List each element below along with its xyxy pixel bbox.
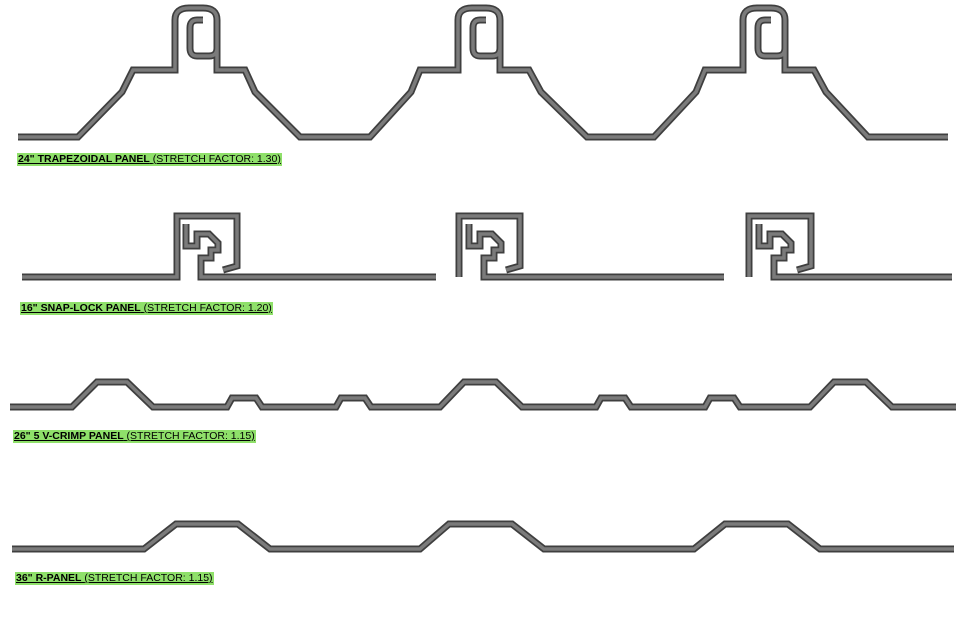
trapezoidal-stretch-factor: (STRETCH FACTOR: 1.30) — [152, 153, 281, 165]
snap-lock-stretch-factor: (STRETCH FACTOR: 1.20) — [143, 302, 272, 314]
snap-lock-profile-inner — [22, 214, 952, 279]
r-panel-stretch-factor: (STRETCH FACTOR: 1.15) — [84, 572, 213, 584]
v-crimp-stretch-factor: (STRETCH FACTOR: 1.15) — [126, 430, 255, 442]
trapezoidal-panel-name: 24" TRAPEZOIDAL PANEL — [18, 153, 150, 165]
trapezoidal-panel-caption: 24" TRAPEZOIDAL PANEL (STRETCH FACTOR: 1… — [17, 153, 282, 166]
trapezoidal-profile-outline — [18, 4, 948, 141]
v-crimp-panel-name: 26" 5 V-CRIMP PANEL — [14, 430, 124, 442]
trapezoidal-panel-profile — [18, 4, 948, 141]
r-panel-name: 36" R-PANEL — [16, 572, 82, 584]
snap-lock-panel-profile — [22, 212, 952, 281]
v-crimp-panel-caption: 26" 5 V-CRIMP PANEL (STRETCH FACTOR: 1.1… — [13, 430, 256, 443]
r-panel-profile — [12, 520, 954, 553]
trapezoidal-profile-inner — [18, 6, 948, 139]
snap-lock-panel-name: 16" SNAP-LOCK PANEL — [21, 302, 141, 314]
snap-lock-panel-caption: 16" SNAP-LOCK PANEL (STRETCH FACTOR: 1.2… — [20, 302, 273, 315]
v-crimp-panel-profile — [10, 378, 956, 411]
r-panel-profile-inner — [12, 522, 954, 551]
r-panel-caption: 36" R-PANEL (STRETCH FACTOR: 1.15) — [15, 572, 214, 585]
v-crimp-profile-inner — [10, 380, 956, 409]
